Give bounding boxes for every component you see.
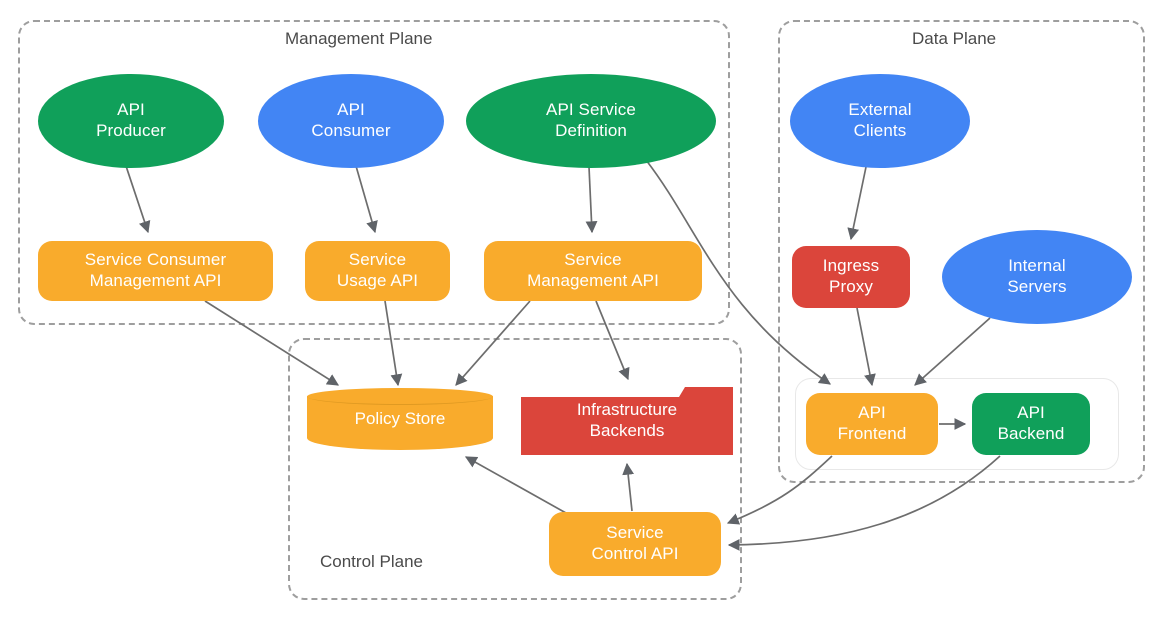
node-service-management-api[interactable]: Service Management API [484, 241, 702, 301]
node-policy-store[interactable]: Policy Store [307, 388, 493, 450]
node-api-frontend-label: API Frontend [837, 403, 907, 443]
edge-ingress-proxy-to-api-frontend [856, 307, 876, 387]
node-service-consumer-management-api-label: Service Consumer Management API [84, 250, 227, 290]
plane-box-management [18, 20, 730, 325]
node-api-frontend[interactable]: API Frontend [806, 393, 938, 455]
edge-api-backend-to-service-control-api [727, 455, 1001, 551]
policy-store-cylinder-body [307, 396, 493, 450]
plane-title-data: Data Plane [912, 29, 997, 48]
edge-service-control-api-to-policy-store [464, 456, 567, 514]
edge-service-consumer-management-api-to-policy-store [204, 300, 340, 386]
node-api-producer[interactable]: API Producer [38, 74, 224, 168]
node-api-consumer[interactable]: API Consumer [258, 74, 444, 168]
node-ingress-proxy-label: Ingress Proxy [822, 256, 880, 296]
edge-api-producer-to-service-consumer-management-api [125, 165, 151, 234]
node-internal-servers[interactable]: Internal Servers [942, 230, 1132, 324]
infrastructure-backends-folder-icon [521, 387, 733, 455]
edge-service-usage-api-to-policy-store [384, 300, 403, 387]
edge-api-consumer-to-service-usage-api [355, 165, 378, 234]
node-api-consumer-label: API Consumer [311, 100, 391, 140]
node-external-clients[interactable]: External Clients [790, 74, 970, 168]
node-policy-store-label: Policy Store [354, 409, 446, 428]
node-api-backend-label: API Backend [997, 403, 1065, 443]
edge-service-management-api-to-infrastructure-backends [595, 300, 630, 381]
node-api-backend[interactable]: API Backend [972, 393, 1090, 455]
edge-external-clients-to-ingress-proxy [847, 166, 867, 241]
plane-title-control: Control Plane [320, 552, 424, 571]
node-service-consumer-management-api[interactable]: Service Consumer Management API [38, 241, 273, 301]
edge-api-frontend-to-service-control-api [726, 455, 833, 525]
node-service-management-api-label: Service Management API [527, 250, 659, 290]
policy-store-cylinder-top [307, 388, 493, 405]
edge-internal-servers-to-api-frontend [914, 317, 991, 386]
edge-api-service-definition-to-service-management-api [585, 166, 598, 234]
node-internal-servers-label: Internal Servers [1007, 256, 1067, 296]
plane-box-control [288, 338, 742, 600]
node-service-usage-api-label: Service Usage API [336, 250, 419, 290]
node-infrastructure-backends[interactable]: Infrastructure Backends [519, 385, 735, 457]
node-service-control-api[interactable]: Service Control API [549, 512, 721, 576]
edge-service-control-api-to-infrastructure-backends [622, 462, 635, 512]
edge-api-service-definition-to-api-frontend [645, 159, 831, 385]
node-ingress-proxy[interactable]: Ingress Proxy [792, 246, 910, 308]
node-api-service-definition[interactable]: API Service Definition [466, 74, 716, 168]
node-infrastructure-backends-label: Infrastructure Backends [576, 400, 678, 440]
edge-service-management-api-to-policy-store [455, 300, 531, 386]
plane-title-management: Management Plane [285, 29, 433, 48]
node-service-usage-api[interactable]: Service Usage API [305, 241, 450, 301]
node-service-control-api-label: Service Control API [591, 523, 679, 563]
node-api-producer-label: API Producer [96, 100, 166, 140]
node-external-clients-label: External Clients [848, 100, 912, 140]
node-api-service-definition-label: API Service Definition [546, 100, 636, 140]
plane-box-data [778, 20, 1145, 483]
